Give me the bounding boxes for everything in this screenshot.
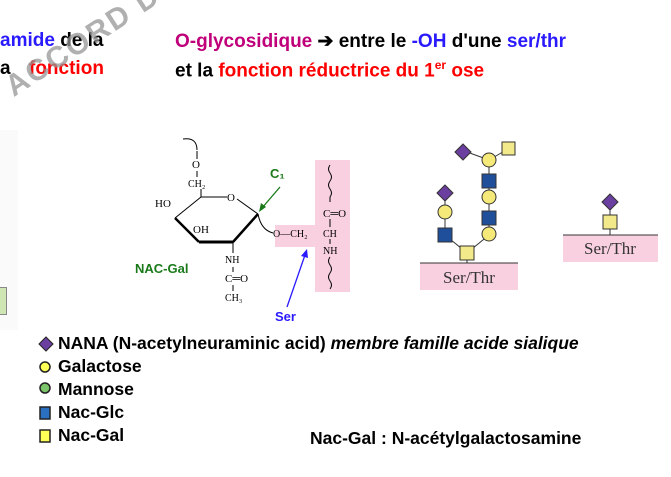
yellow-circle-icon [38, 359, 58, 375]
nacglc-square [481, 173, 497, 189]
nana-diamond [454, 143, 472, 161]
wavy-bond [328, 164, 332, 202]
arrowhead [301, 249, 308, 258]
header-ose: ose [446, 60, 485, 82]
header-text: a [0, 58, 11, 79]
c1-arrow [261, 186, 281, 209]
superscript: er [434, 58, 447, 72]
ring-oxygen: O [227, 192, 235, 204]
header-line-1: amide de la [0, 30, 104, 52]
atom-o: O [192, 159, 200, 171]
c1-label: C₁ [270, 166, 285, 181]
green-circle-icon [38, 381, 58, 398]
legend-item-nacgal: Nac-Gal [38, 424, 579, 447]
header-text: et la [175, 60, 219, 82]
nacglc-square [481, 210, 497, 226]
bond [182, 138, 198, 151]
atom-ch: CH [323, 229, 337, 240]
header-serthr: ser/thr [506, 31, 567, 52]
header-text: de la [54, 30, 104, 51]
nac-gal-definition: Nac-Gal : N-acétylgalactosamine [310, 428, 582, 448]
atom-nh: NH [225, 255, 239, 266]
arrow-icon: ➔ [317, 31, 334, 52]
wavy-bond [328, 256, 332, 290]
nana-diamond [436, 184, 454, 202]
legend-label: Galactose [58, 356, 142, 376]
header-oh: -OH [411, 31, 447, 52]
nacgal-square [501, 141, 516, 156]
header-amide: amide [0, 30, 55, 51]
atom-ch2: CH₂ [188, 179, 205, 190]
galactose-circle [481, 189, 497, 205]
bond [257, 213, 274, 234]
legend-item-nana: NANA (N-acetylneuraminic acid) membre fa… [38, 332, 579, 355]
galactose-circle [481, 152, 497, 168]
header-fonction: fonction [29, 58, 104, 79]
header-text: d'une [446, 31, 507, 52]
ser-label: Ser [275, 309, 296, 324]
serine-backbone-highlight [315, 160, 350, 292]
legend-label: NANA (N-acetylneuraminic acid) [58, 333, 326, 353]
left-panel-edge [0, 130, 18, 330]
header-text: entre le [333, 31, 412, 52]
yellow-square-icon [38, 428, 58, 444]
serthr-box-2 [563, 235, 658, 262]
bond [174, 217, 200, 243]
bond [174, 196, 202, 219]
atom-nh-ser: NH [323, 246, 337, 257]
legend-label: Mannose [58, 379, 134, 399]
atom-ho: HO [155, 198, 171, 210]
blue-square-icon [38, 405, 58, 421]
nacglc-square [437, 227, 453, 243]
atom-co: C═O [225, 273, 248, 285]
header-fonction-reductrice: fonction réductrice du 1 [218, 60, 435, 82]
legend-label: Nac-Glc [58, 402, 125, 422]
legend-label: Nac-Gal [58, 425, 125, 445]
galactose-circle [437, 204, 453, 220]
galactose-circle [481, 226, 497, 242]
nacgal-square [602, 214, 618, 230]
legend-item-nacglc: Nac-Glc [38, 401, 579, 424]
header-line-1b: O-glycosidique ➔ entre le -OH d'une ser/… [175, 30, 566, 53]
serthr-label-1: Ser/Thr [443, 268, 495, 287]
header-line-2b: et la fonction réductrice du 1er ose [175, 58, 484, 82]
o-glycosidic-structure: O CH₂ O HO OH NH C═O CH₃ O—CH₂ CH C═O NH… [135, 138, 350, 324]
legend-item-galactose: Galactose [38, 355, 579, 378]
green-box-edge [0, 287, 7, 315]
diamond-icon [38, 335, 58, 352]
legend-italic: membre famille acide sialique [330, 333, 579, 353]
ser-arrow [286, 254, 306, 308]
nana-diamond [601, 193, 619, 211]
atom-ch3: CH₃ [225, 293, 242, 304]
atom-oh: OH [193, 224, 209, 236]
nac-gal-label: NAC-Gal [135, 261, 188, 276]
atom-co-ser: C═O [323, 208, 346, 220]
legend: NANA (N-acetylneuraminic acid) membre fa… [38, 332, 579, 447]
arrowhead [259, 203, 266, 212]
bond [236, 198, 259, 215]
header-line-2: a [0, 58, 11, 80]
glycan-diagrams: Ser/Thr Ser/Thr [420, 141, 658, 290]
nacgal-square [459, 245, 475, 261]
bond [232, 213, 259, 243]
serthr-label-2: Ser/Thr [584, 239, 636, 258]
atom-o-ch2: O—CH₂ [273, 229, 308, 240]
legend-item-mannose: Mannose [38, 378, 579, 401]
header-oglycosidique: O-glycosidique [175, 31, 313, 52]
serthr-box-1 [420, 263, 518, 290]
